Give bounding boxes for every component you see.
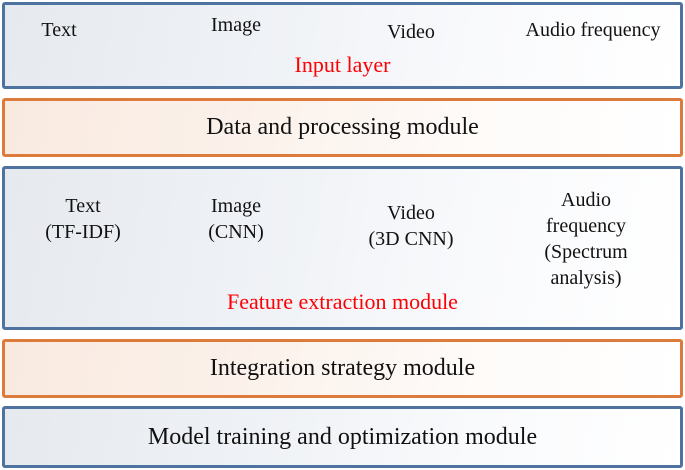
input-item-image: Image [211,14,261,36]
data-processing-module-title: Data and processing module [206,114,479,140]
feature-item-audio-spectrum: Audio frequency (Spectrum analysis) [544,189,628,289]
input-layer-box: Text Image Video Audio frequency Input l… [2,2,683,89]
input-layer-title: Input layer [294,52,391,77]
feature-item-text-tfidf: Text (TF-IDF) [45,195,121,243]
data-processing-module-box: Data and processing module [2,98,683,157]
input-item-text: Text [41,19,77,41]
feature-item-image-cnn: Image (CNN) [208,195,264,243]
feature-extraction-module-title: Feature extraction module [227,289,458,314]
input-item-audio-frequency: Audio frequency [525,19,661,41]
integration-strategy-module-box: Integration strategy module [2,339,683,398]
input-item-video: Video [387,21,435,43]
model-training-module-box: Model training and optimization module [2,406,683,468]
integration-strategy-module-title: Integration strategy module [209,355,476,381]
model-training-module-title: Model training and optimization module [147,423,538,450]
feature-extraction-module-box: Text (TF-IDF) Image (CNN) Video (3D CNN)… [2,166,683,330]
feature-item-video-3dcnn: Video (3D CNN) [368,202,454,250]
